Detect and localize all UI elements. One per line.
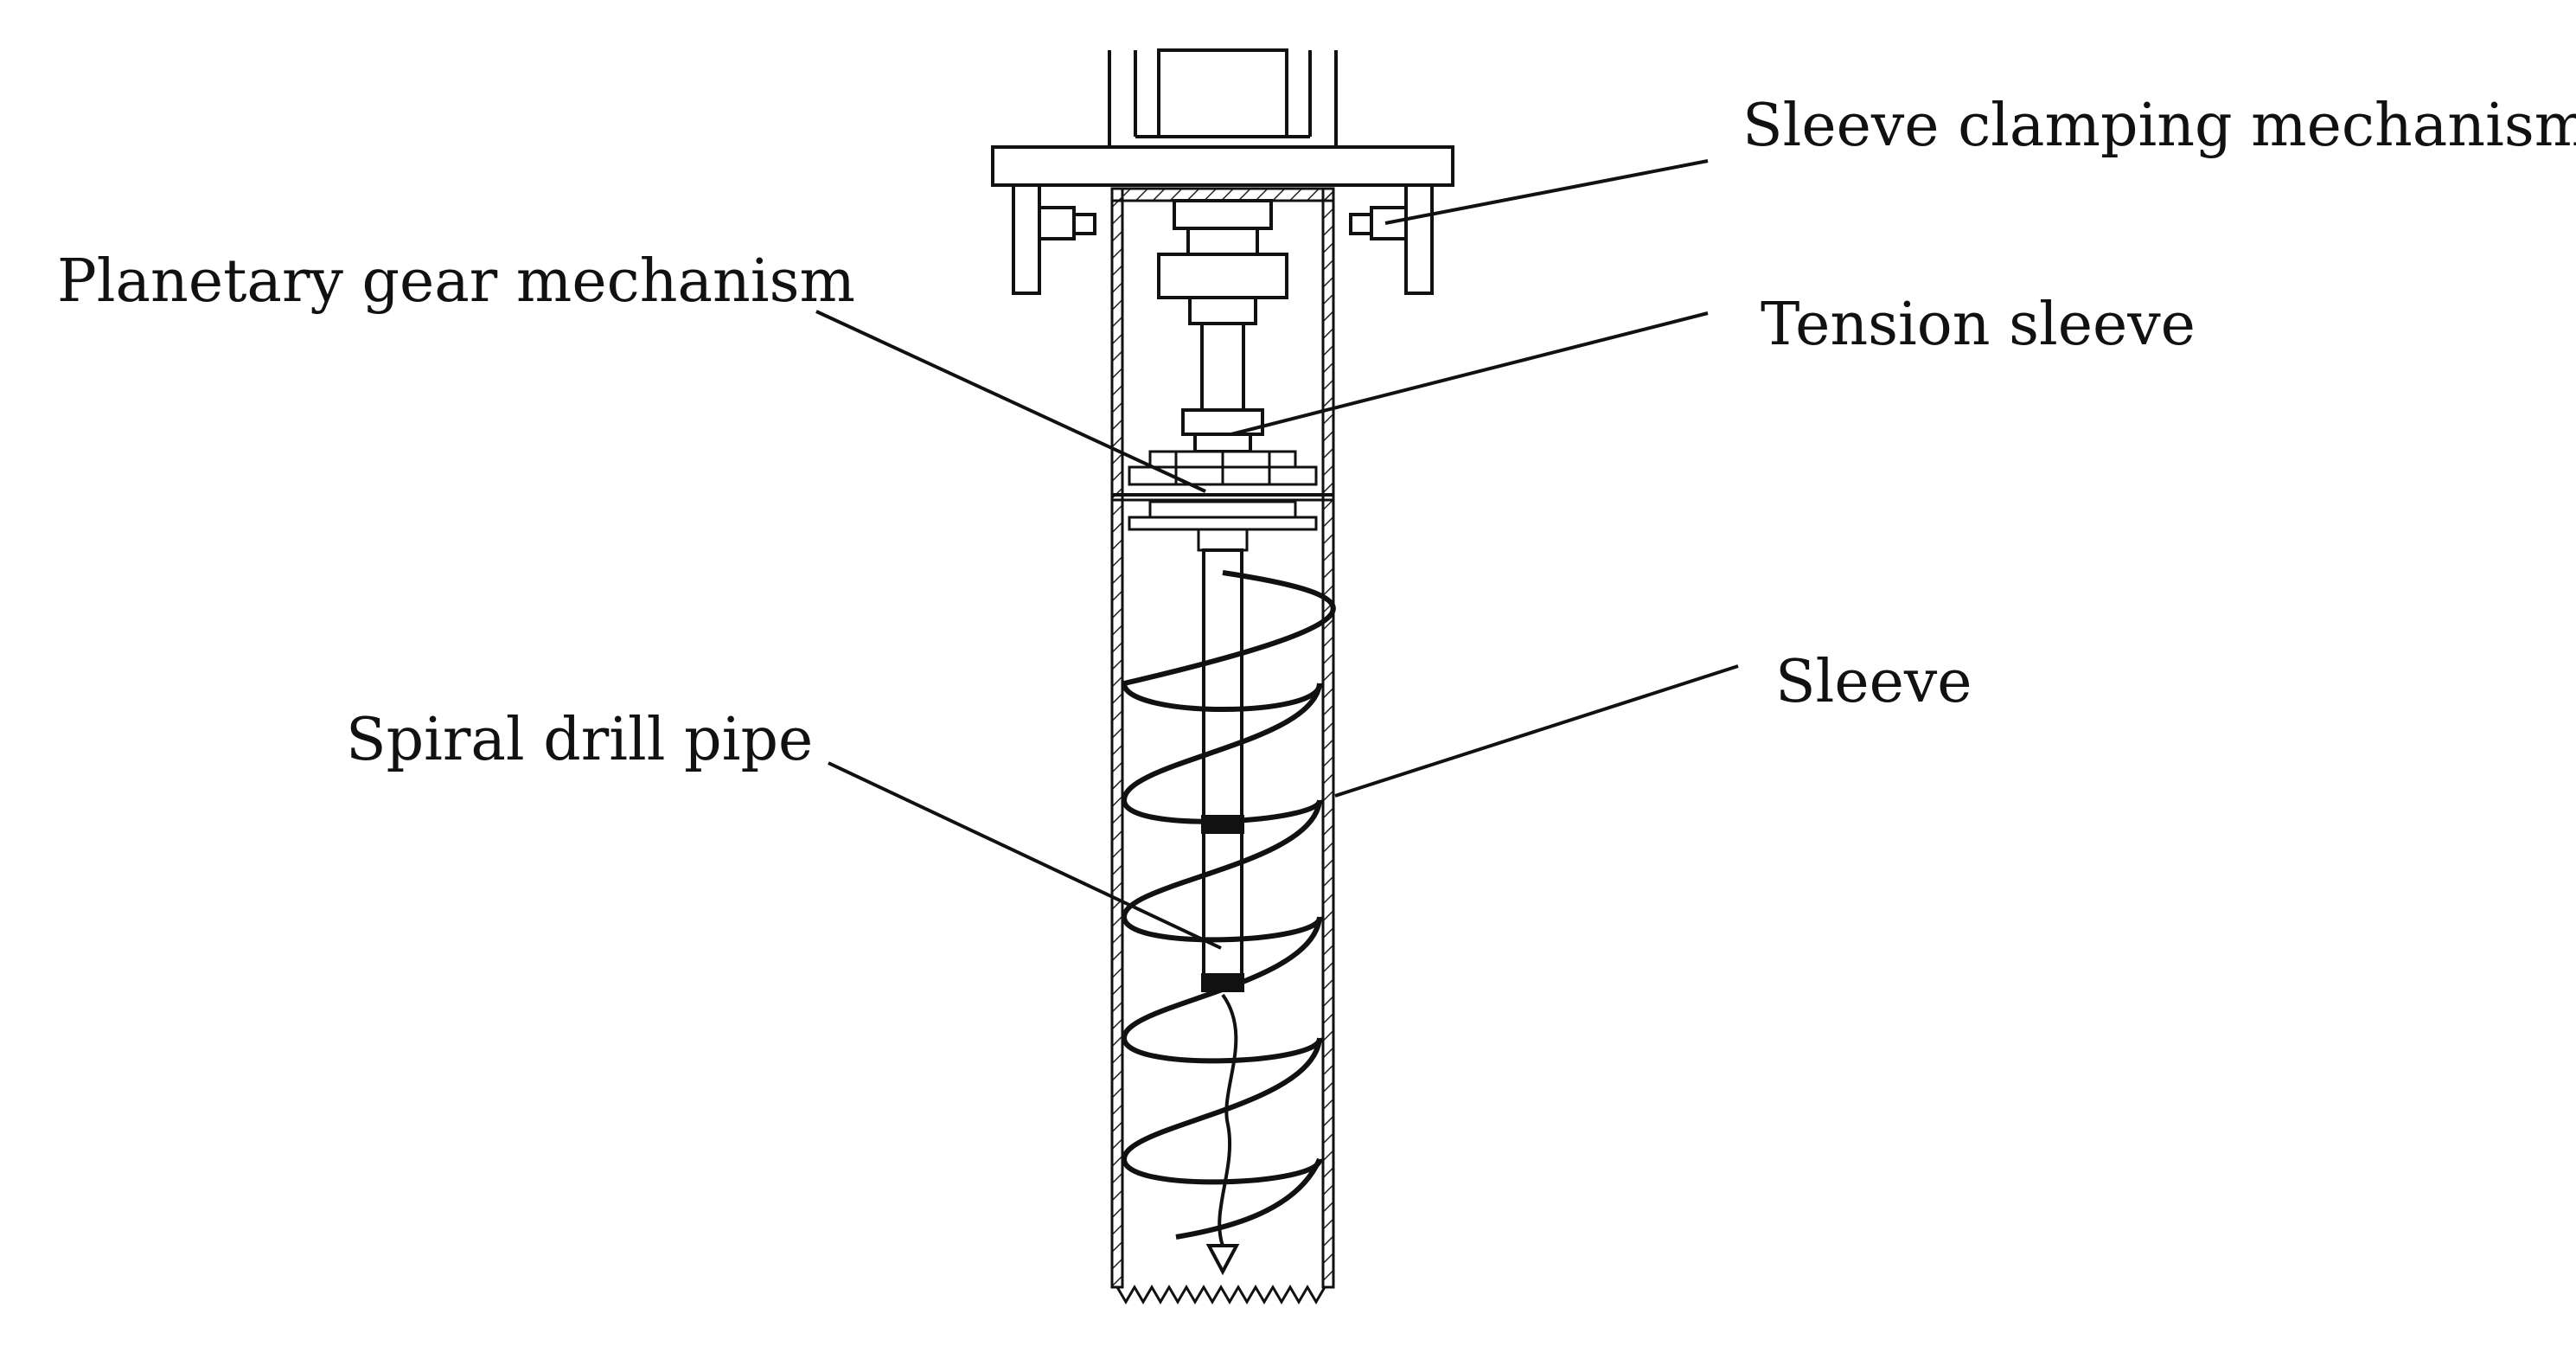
label-sleeve: Sleeve	[1775, 648, 1972, 716]
clamping-brackets	[1012, 183, 1434, 295]
leader-sleeve	[1334, 664, 1739, 798]
top-frame	[991, 48, 1454, 187]
leader-planetary	[815, 310, 1206, 493]
label-spiral-drill-pipe: Spiral drill pipe	[346, 706, 814, 774]
drive-shaft	[1157, 199, 1288, 453]
sleeve-body	[1110, 187, 1335, 1289]
leader-sleeve-clamping	[1384, 159, 1709, 225]
leader-spiral	[828, 761, 1222, 950]
label-tension-sleeve: Tension sleeve	[1761, 291, 2196, 359]
spiral-drill-pipe	[1121, 548, 1336, 1276]
planetary-gears	[1128, 450, 1318, 552]
label-sleeve-clamping-mechanism: Sleeve clamping mechanism	[1742, 92, 2576, 160]
label-planetary-gear-mechanism: Planetary gear mechanism	[57, 247, 855, 316]
leader-tension	[1230, 311, 1709, 436]
leader-lines	[815, 159, 1739, 950]
sleeve-teeth	[1115, 1285, 1326, 1304]
